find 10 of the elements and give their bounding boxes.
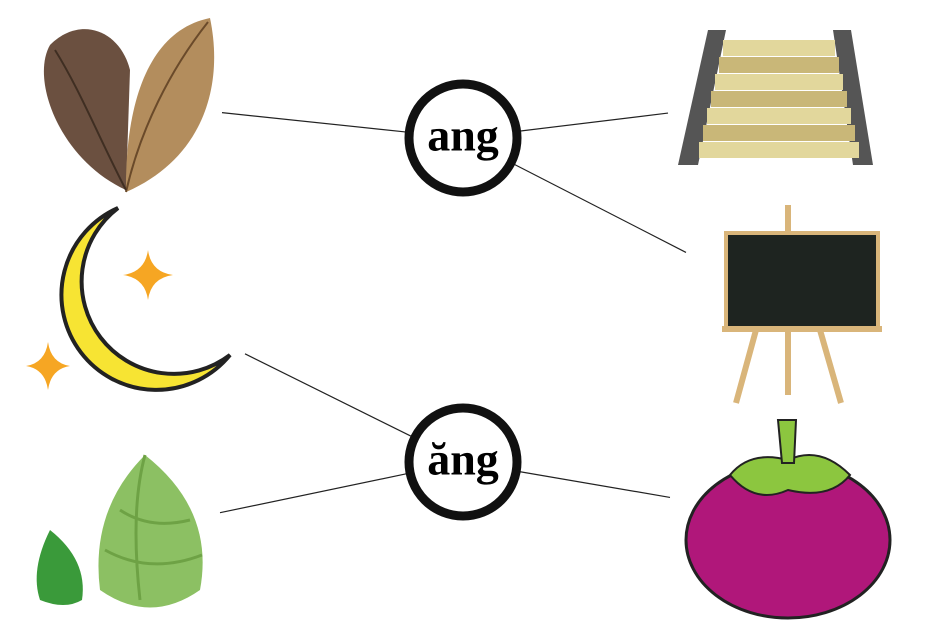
connector-line	[222, 112, 406, 133]
connector-line	[520, 471, 670, 498]
syllable-circle	[403, 78, 523, 198]
connector-line	[244, 353, 412, 437]
syllable-circle	[403, 402, 523, 522]
connector-line	[520, 112, 668, 132]
syllable-text: ăng	[426, 436, 500, 483]
syllable-text: ang	[426, 112, 500, 159]
connector-line	[514, 164, 686, 253]
connector-line	[220, 473, 406, 514]
